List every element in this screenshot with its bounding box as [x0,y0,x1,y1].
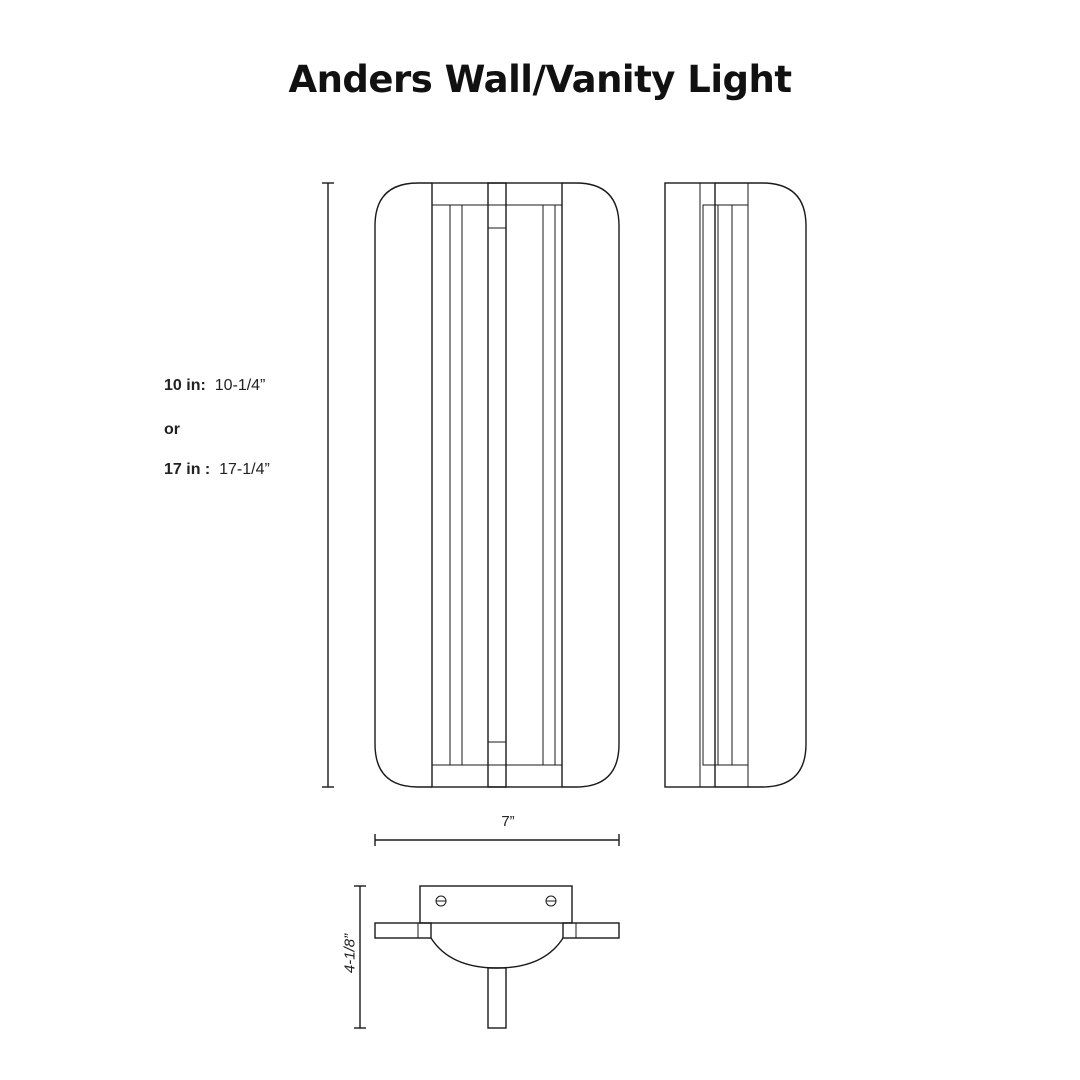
height-10in-row: 10 in: 10-1/4” [164,377,265,395]
top-view [374,885,620,1029]
front-view [374,182,620,788]
height-17in-row: 17 in : 17-1/4” [164,461,270,479]
height-10in-value: 10-1/4” [214,377,266,394]
height-17in-value: 17-1/4” [219,461,270,478]
height-10in-size: 10 in: [164,377,206,394]
height-17in-size: 17 in : [164,461,211,478]
height-dimension-line [322,182,334,788]
depth-dimension-line [354,885,366,1029]
diagram-title: Anders Wall/Vanity Light [288,58,792,101]
side-view [664,182,807,788]
height-or-separator: or [164,421,180,438]
width-dimension-line [374,834,620,846]
width-dimension-label: 7” [501,813,515,830]
